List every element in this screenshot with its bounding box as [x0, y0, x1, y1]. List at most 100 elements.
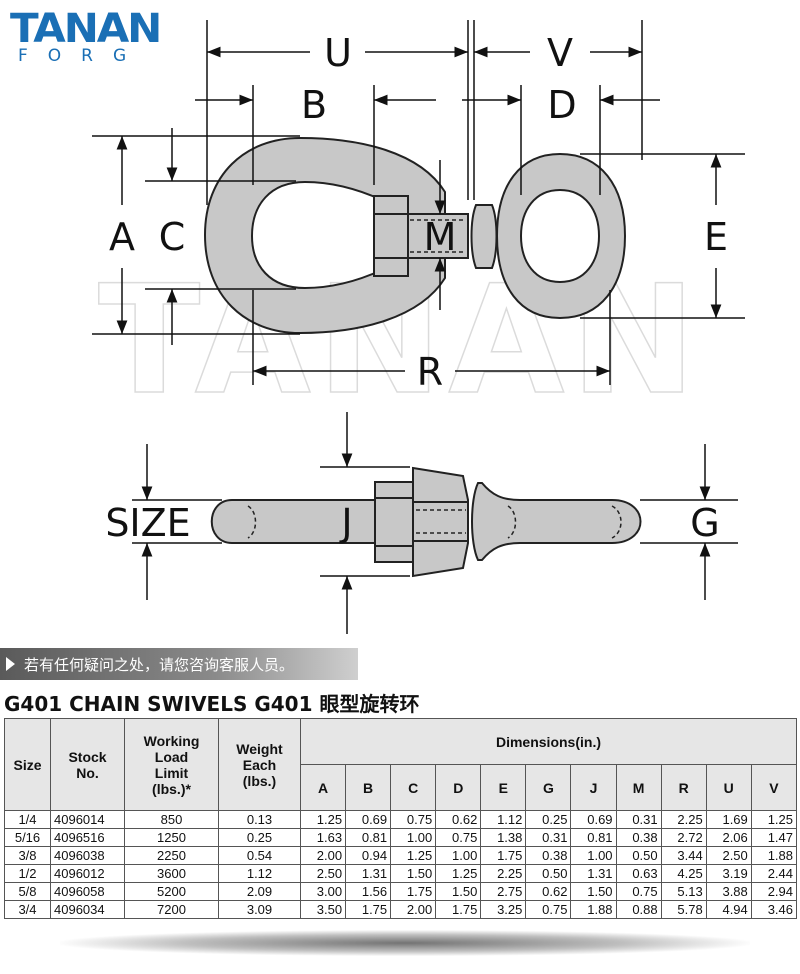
cell-stock: 4096516 [50, 828, 125, 847]
header-dim-a: A [299, 764, 347, 811]
table-row: 5/16 4096516 1250 0.25 1.63 0.81 1.00 0.… [4, 828, 798, 847]
bolt-nut [374, 481, 414, 563]
cell-dim: 1.56 [345, 882, 392, 901]
table-row: 3/8 4096038 2250 0.54 2.00 0.94 1.25 1.0… [4, 846, 798, 865]
cell-dim: 1.69 [705, 810, 752, 829]
cell-dim: 1.00 [570, 846, 617, 865]
cell-weight: 0.54 [218, 846, 301, 865]
notice-text: 若有任何疑问之处，请您咨询客服人员。 [24, 656, 295, 674]
cell-dim: 3.50 [299, 900, 347, 919]
product-title: G401 CHAIN SWIVELS G401 眼型旋转环 [4, 692, 420, 716]
cell-dim: 1.75 [480, 846, 527, 865]
cell-dim: 3.88 [705, 882, 752, 901]
table-row: 5/8 4096058 5200 2.09 3.00 1.56 1.75 1.5… [4, 882, 798, 901]
header-size: Size [4, 718, 51, 811]
cell-dim: 1.88 [750, 846, 798, 865]
cell-dim: 0.50 [525, 864, 572, 883]
cell-dim: 1.25 [750, 810, 798, 829]
cell-dim: 1.00 [390, 828, 437, 847]
cell-dim: 0.31 [615, 810, 662, 829]
cell-size: 1/4 [4, 810, 51, 829]
cell-dim: 3.19 [705, 864, 752, 883]
cell-dim: 2.44 [750, 864, 798, 883]
cell-dim: 1.00 [435, 846, 482, 865]
cell-size: 5/8 [4, 882, 51, 901]
cell-dim: 2.50 [705, 846, 752, 865]
header-dim-g: G [525, 764, 572, 811]
table-row: 1/2 4096012 3600 1.12 2.50 1.31 1.50 1.2… [4, 864, 798, 883]
swivel-dimension-diagram: TANAN [92, 20, 745, 634]
play-arrow-icon [6, 657, 15, 671]
cell-dim: 4.25 [660, 864, 707, 883]
table-row: 1/4 4096014 850 0.13 1.25 0.69 0.75 0.62… [4, 810, 798, 829]
cell-dim: 1.25 [299, 810, 347, 829]
cell-stock: 4096014 [50, 810, 125, 829]
cell-dim: 2.75 [480, 882, 527, 901]
cell-dim: 2.25 [660, 810, 707, 829]
brand-logo: TANAN FORG [6, 8, 171, 70]
cell-dim: 0.69 [570, 810, 617, 829]
label-d: D [547, 83, 576, 127]
cell-dim: 1.25 [435, 864, 482, 883]
eye-ring [495, 152, 627, 320]
cell-dim: 0.88 [615, 900, 662, 919]
cell-dim: 3.46 [750, 900, 798, 919]
label-j: J [339, 501, 352, 545]
cell-dim: 1.50 [390, 864, 437, 883]
cell-dim: 0.81 [570, 828, 617, 847]
cell-dim: 1.25 [390, 846, 437, 865]
cell-dim: 1.50 [435, 882, 482, 901]
cell-dim: 2.94 [750, 882, 798, 901]
header-dimensions: Dimensions(in.) [300, 718, 797, 765]
cell-dim: 0.75 [390, 810, 437, 829]
cell-dim: 0.38 [525, 846, 572, 865]
cell-dim: 0.75 [615, 882, 662, 901]
cell-weight: 3.09 [218, 900, 301, 919]
cell-dim: 2.00 [299, 846, 347, 865]
cell-dim: 1.75 [390, 882, 437, 901]
cell-dim: 3.25 [480, 900, 527, 919]
cell-dim: 5.13 [660, 882, 707, 901]
cell-stock: 4096012 [50, 864, 125, 883]
cell-dim: 0.25 [525, 810, 572, 829]
header-dim-b: B [345, 764, 392, 811]
cell-dim: 0.69 [345, 810, 392, 829]
label-e: E [704, 215, 728, 259]
header-dim-j: J [570, 764, 617, 811]
cell-dim: 0.94 [345, 846, 392, 865]
cell-weight: 0.13 [218, 810, 301, 829]
header-dim-m: M [615, 764, 662, 811]
notice-banner: 若有任何疑问之处，请您咨询客服人员。 [0, 648, 358, 680]
cell-dim: 0.38 [615, 828, 662, 847]
cell-dim: 0.75 [435, 828, 482, 847]
cell-dim: 1.75 [345, 900, 392, 919]
cell-dim: 2.00 [390, 900, 437, 919]
cell-dim: 1.31 [345, 864, 392, 883]
cell-dim: 2.72 [660, 828, 707, 847]
cell-wll: 3600 [124, 864, 219, 883]
cell-stock: 4096058 [50, 882, 125, 901]
label-size: SIZE [105, 501, 190, 545]
header-dim-c: C [390, 764, 437, 811]
bolt-shank [210, 499, 381, 544]
label-v: V [547, 31, 573, 75]
cell-dim: 1.63 [299, 828, 347, 847]
cell-weight: 0.25 [218, 828, 301, 847]
cell-dim: 0.50 [615, 846, 662, 865]
cell-dim: 1.31 [570, 864, 617, 883]
header-dim-v: V [750, 764, 798, 811]
cell-dim: 2.06 [705, 828, 752, 847]
swivel-side-view [210, 466, 642, 578]
swivel-top-view [203, 136, 627, 335]
label-a: A [109, 215, 135, 259]
logo-line1: TANAN [10, 6, 162, 52]
cell-dim: 1.50 [570, 882, 617, 901]
label-r: R [417, 350, 443, 394]
cell-dim: 1.88 [570, 900, 617, 919]
cell-dim: 4.94 [705, 900, 752, 919]
cell-stock: 4096034 [50, 900, 125, 919]
cell-wll: 1250 [124, 828, 219, 847]
